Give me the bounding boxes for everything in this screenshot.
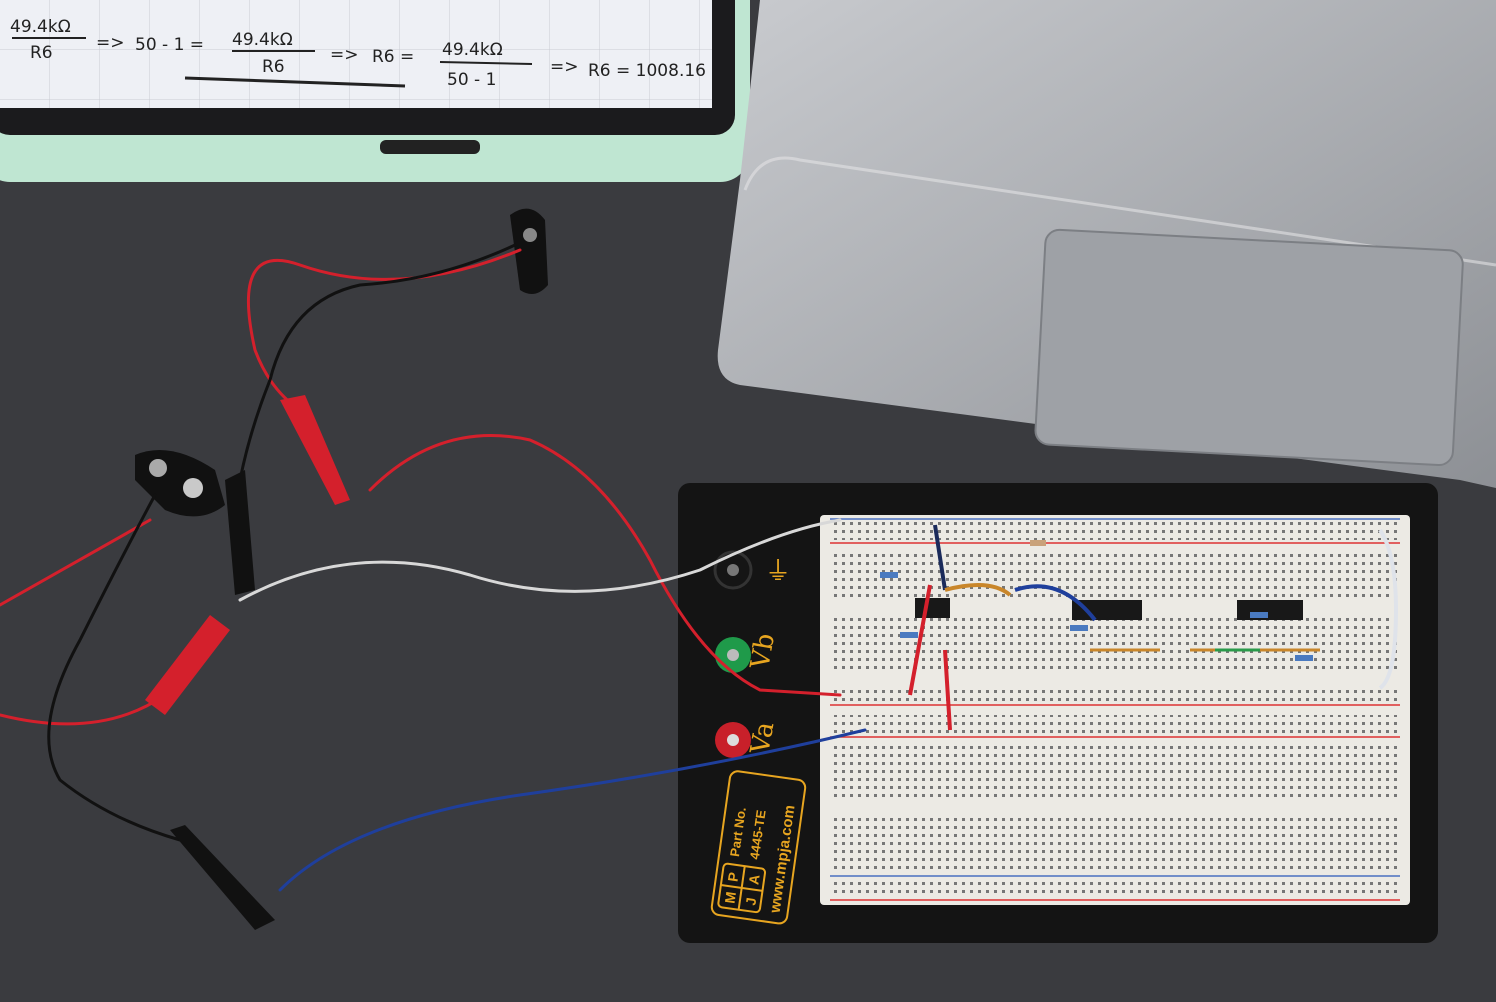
resistor xyxy=(1030,540,1046,546)
red-alligator-clip[interactable] xyxy=(280,395,350,505)
ic-chip xyxy=(915,598,950,618)
resistor xyxy=(1250,612,1268,618)
white-wire xyxy=(238,518,842,602)
terminal-strip xyxy=(830,745,1400,800)
power-rail xyxy=(830,685,1400,703)
terminal-strip xyxy=(830,550,1400,602)
trackpad xyxy=(1034,228,1464,467)
black-alligator-clip[interactable] xyxy=(225,470,255,595)
resistor xyxy=(900,632,918,638)
breadboard-kit: ⏚ Vb Va M P J A Part No. 4445-TE www.mpj… xyxy=(678,483,1438,943)
red-wire xyxy=(368,434,842,697)
frac1-denominator: R6 xyxy=(30,43,53,63)
ic-chip xyxy=(1237,600,1303,620)
logo-letter: P xyxy=(725,871,742,882)
frac1-numerator: 49.4kΩ xyxy=(10,17,71,37)
resistor xyxy=(880,572,898,578)
ic-chip xyxy=(1072,600,1142,620)
power-rail xyxy=(830,522,1400,540)
logo-letter: A xyxy=(745,873,762,885)
resistor xyxy=(1070,625,1088,631)
black-alligator-clip[interactable] xyxy=(170,825,275,930)
equation-lhs: 50 - 1 = xyxy=(135,35,204,55)
battery-snap xyxy=(135,208,548,517)
power-rail xyxy=(830,880,1400,898)
result: R6 = 1008.16 xyxy=(588,61,706,81)
black-wire xyxy=(238,243,517,482)
blue-wire xyxy=(278,728,867,892)
logo-letter: M xyxy=(722,891,739,905)
part-label: Part No. xyxy=(727,806,749,857)
vb-label: Vb xyxy=(745,631,781,672)
black-wire xyxy=(47,493,182,842)
equation-lhs: R6 = xyxy=(372,47,414,67)
arrow: => xyxy=(550,57,579,77)
ground-label: ⏚ xyxy=(765,557,791,587)
arrow: => xyxy=(330,45,359,65)
wires xyxy=(0,243,867,892)
frac3-numerator: 49.4kΩ xyxy=(442,40,503,60)
terminal-strip xyxy=(830,815,1400,870)
frac3-denominator: 50 - 1 xyxy=(447,70,496,90)
tablet: 49.4kΩ R6 => 50 - 1 = 49.4kΩ R6 => R6 = … xyxy=(0,0,750,182)
logo-letter: J xyxy=(742,896,759,906)
laptop xyxy=(717,0,1496,488)
part-number: 4445-TE xyxy=(747,809,769,861)
arrow: => xyxy=(96,33,125,53)
red-wire xyxy=(0,518,167,726)
resistor xyxy=(1295,655,1313,661)
power-rail xyxy=(830,715,1400,733)
handwritten-equation: 49.4kΩ R6 => 50 - 1 = 49.4kΩ R6 => R6 = … xyxy=(10,17,706,90)
frac2-denominator: R6 xyxy=(262,57,285,77)
frac2-numerator: 49.4kΩ xyxy=(232,30,293,50)
red-alligator-clip[interactable] xyxy=(145,615,230,715)
